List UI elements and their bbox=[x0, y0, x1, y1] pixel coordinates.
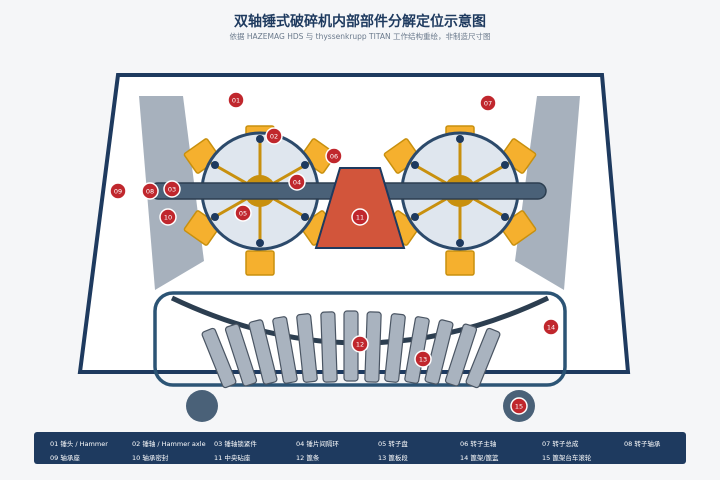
svg-text:15: 15 bbox=[515, 403, 523, 411]
legend-item-07: 07 转子总成 bbox=[542, 440, 579, 448]
svg-text:14: 14 bbox=[547, 324, 555, 332]
svg-text:02: 02 bbox=[270, 133, 278, 141]
svg-text:11: 11 bbox=[356, 214, 364, 222]
marker-15: 15 bbox=[510, 397, 528, 415]
marker-12: 12 bbox=[351, 335, 369, 353]
legend-item-02: 02 锤轴 / Hammer axle bbox=[132, 440, 206, 448]
right-side-liner bbox=[515, 96, 580, 290]
svg-text:09: 09 bbox=[114, 188, 122, 196]
legend-item-06: 06 转子主轴 bbox=[460, 440, 497, 448]
legend-item-14: 14 篦架/篦篮 bbox=[460, 454, 499, 462]
legend-item-08: 08 转子轴承 bbox=[624, 440, 661, 448]
legend-item-09: 09 轴承座 bbox=[50, 454, 80, 462]
legend-item-12: 12 篦条 bbox=[296, 454, 320, 462]
svg-text:05: 05 bbox=[239, 210, 247, 218]
grate-bars bbox=[201, 310, 501, 389]
svg-text:10: 10 bbox=[164, 214, 172, 222]
marker-11: 11 bbox=[351, 208, 369, 226]
grate-basket bbox=[153, 291, 567, 387]
marker-06: 06 bbox=[325, 147, 343, 165]
marker-02: 02 bbox=[265, 127, 283, 145]
marker-07: 07 bbox=[479, 94, 497, 112]
marker-05: 05 bbox=[234, 204, 252, 222]
svg-text:03: 03 bbox=[168, 186, 176, 194]
legend-item-11: 11 中央砧座 bbox=[214, 454, 251, 462]
legend-item-05: 05 转子盘 bbox=[378, 440, 408, 448]
marker-10: 10 bbox=[159, 208, 177, 226]
svg-text:01: 01 bbox=[232, 97, 240, 105]
marker-09: 09 bbox=[109, 182, 127, 200]
legend-item-13: 13 篦板段 bbox=[378, 454, 408, 462]
marker-01: 01 bbox=[227, 91, 245, 109]
legend-item-10: 10 轴承密封 bbox=[132, 454, 169, 462]
marker-08: 08 bbox=[141, 182, 159, 200]
legend-item-04: 04 锤片间隔环 bbox=[296, 440, 339, 448]
left-hammer-axles bbox=[211, 135, 309, 247]
page-title: 双轴锤式破碎机内部部件分解定位示意图 bbox=[234, 14, 486, 30]
svg-text:04: 04 bbox=[293, 179, 301, 187]
marker-03: 03 bbox=[163, 180, 181, 198]
svg-text:07: 07 bbox=[484, 100, 492, 108]
trolley-wheel-left bbox=[186, 390, 218, 422]
parts-legend: 01 锤头 / Hammer 02 锤轴 / Hammer axle 03 锤轴… bbox=[34, 432, 686, 464]
legend-item-01: 01 锤头 / Hammer bbox=[50, 440, 108, 448]
marker-14: 14 bbox=[542, 318, 560, 336]
marker-04: 04 bbox=[288, 173, 306, 191]
central-anvil bbox=[314, 167, 406, 249]
svg-text:12: 12 bbox=[356, 341, 364, 349]
right-hammer-axles bbox=[411, 135, 509, 247]
page-subtitle: 依据 HAZEMAG HDS 与 thyssenkrupp TITAN 工作结构… bbox=[229, 32, 491, 41]
legend-item-15: 15 篦架台车滚轮 bbox=[542, 454, 592, 462]
marker-13: 13 bbox=[414, 350, 432, 368]
svg-text:06: 06 bbox=[330, 153, 338, 161]
svg-text:08: 08 bbox=[146, 188, 154, 196]
svg-text:13: 13 bbox=[419, 356, 427, 364]
legend-item-03: 03 锤轴锁紧件 bbox=[214, 440, 257, 448]
